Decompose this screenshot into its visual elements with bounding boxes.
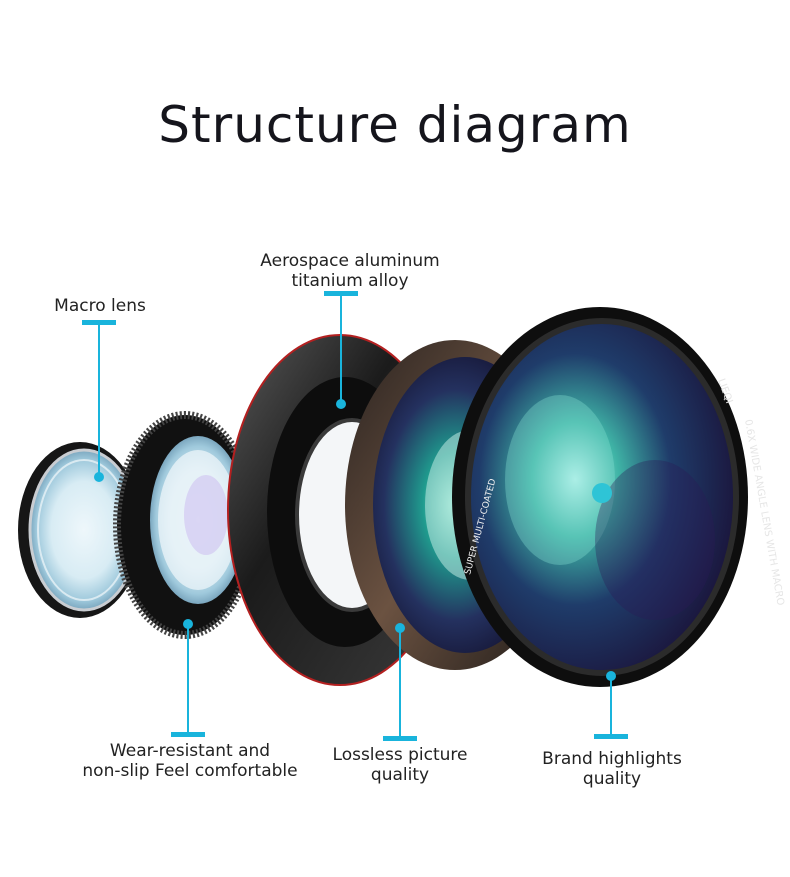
brand-line2: quality (582, 769, 642, 789)
lossless-label: Lossless picture quality (320, 745, 480, 785)
aerospace-line2: titanium alloy (291, 271, 409, 291)
aerospace-label: Aerospace aluminum titanium alloy (240, 251, 460, 291)
macro-lens-ring (18, 442, 142, 618)
callout-lines (82, 291, 628, 741)
macro-lens-text: Macro lens (54, 296, 146, 316)
lossless-callout-bar (383, 736, 417, 741)
brand-line1: Brand highlights (542, 749, 682, 769)
macro-callout-dot (94, 472, 104, 482)
brand-callout-bar (594, 734, 628, 739)
ring-marking: 0.6X WIDE ANGLE LENS WITH MACRO (742, 419, 786, 607)
aerospace-callout-bar (324, 291, 358, 296)
front-filter-ring: LIEQI 0.6X WIDE ANGLE LENS WITH MACRO SU… (452, 307, 786, 687)
page-title: Structure diagram (158, 96, 632, 154)
lossless-line1: Lossless picture (332, 745, 468, 765)
lossless-line2: quality (370, 765, 430, 785)
wear-line2: non-slip Feel comfortable (82, 761, 298, 781)
knurled-ring (113, 411, 257, 639)
wear-line1: Wear-resistant and (109, 741, 271, 761)
wear-callout-bar (171, 732, 205, 737)
aerospace-line1: Aerospace aluminum (260, 251, 440, 271)
macro-lens-label: Macro lens (40, 296, 160, 316)
aerospace-callout-dot (336, 399, 346, 409)
macro-callout-bar (82, 320, 116, 325)
wear-resistant-label: Wear-resistant and non-slip Feel comfort… (70, 741, 310, 781)
brand-label: Brand highlights quality (530, 749, 694, 789)
